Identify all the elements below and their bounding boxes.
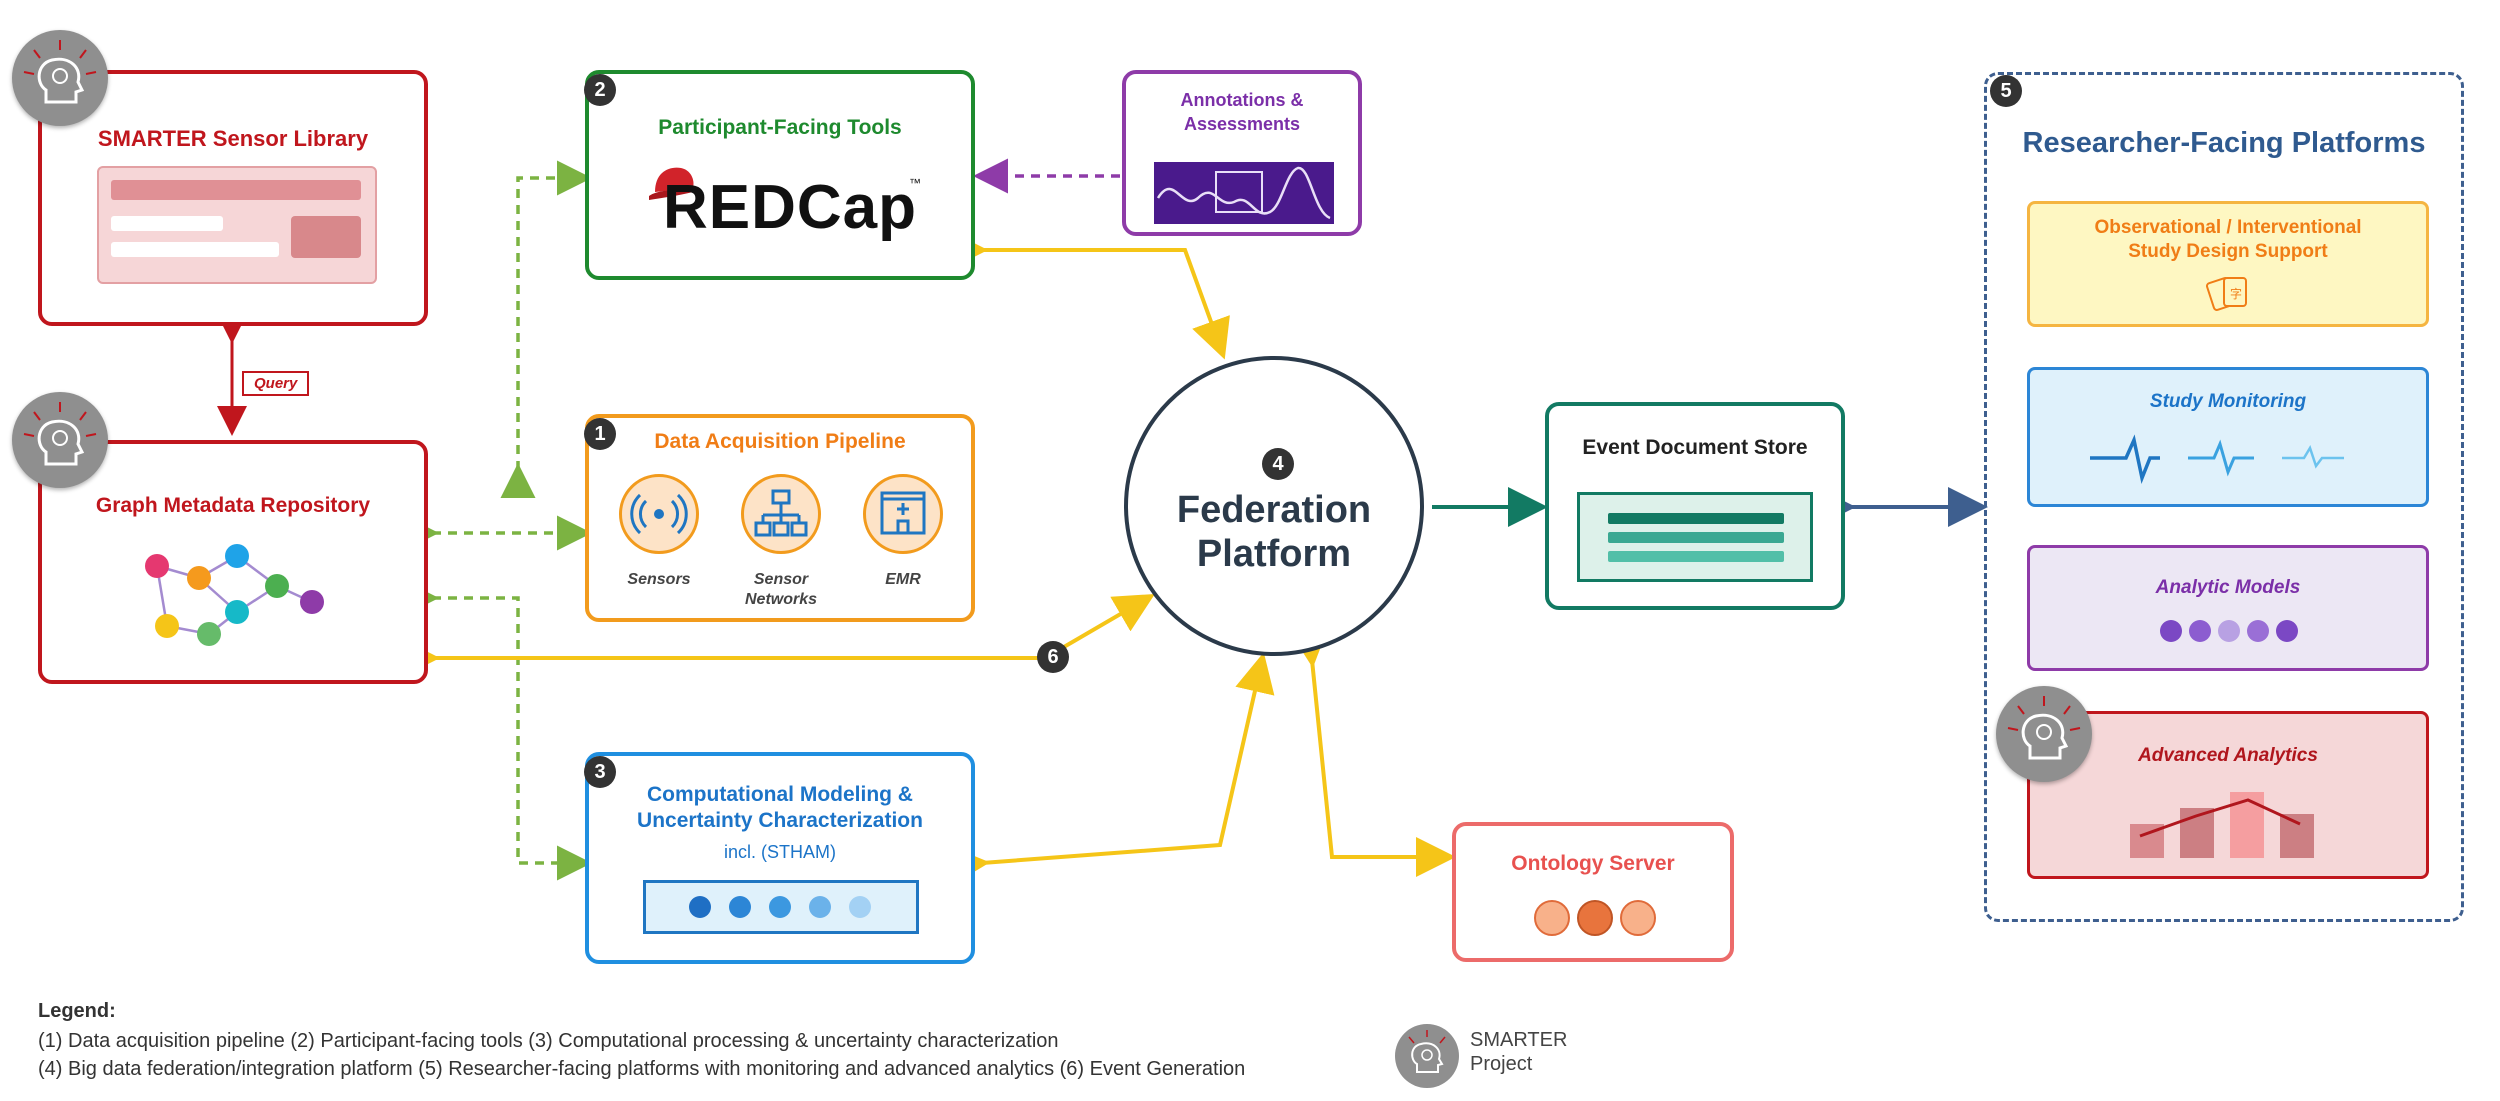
svg-text:字: 字 [2230, 286, 2242, 301]
network-icon [741, 474, 821, 554]
ontology-server-title: Ontology Server [1511, 852, 1675, 875]
advanced-analytics-title: Advanced Analytics [2138, 745, 2318, 766]
ecg-waveform-icon [2090, 434, 2344, 485]
badge-researcher-platforms: 5 [1990, 75, 2022, 107]
smarter-logo-icon [1996, 686, 2092, 782]
computational-subtitle: incl. (STHAM) [724, 842, 836, 862]
analytic-models-title: Analytic Models [2155, 577, 2301, 598]
wireless-sensor-icon [619, 474, 699, 554]
document-stack-icon [1577, 492, 1813, 582]
connector-tools-federation [948, 230, 1230, 360]
badge-event-generation: 6 [1037, 641, 1069, 673]
badge-participant-tools: 2 [584, 74, 616, 106]
event-store-title: Event Document Store [1582, 436, 1808, 459]
emr-label: EMR [885, 571, 921, 588]
annotation-waveform-icon [1154, 162, 1334, 224]
connector-computational-federation [948, 652, 1275, 886]
query-label: Query [242, 371, 310, 396]
sensor-networks-label: Sensor Networks [744, 571, 818, 608]
redcap-trademark: ™ [909, 176, 921, 190]
legend-project-line1: SMARTER [1470, 1029, 1568, 1051]
sensor-library-illustration [97, 166, 377, 284]
computational-title-line2: Uncertainty Characterization [637, 809, 923, 832]
study-monitoring-title: Study Monitoring [2149, 391, 2307, 412]
study-design-title: Observational / Interventional Study Des… [2030, 216, 2426, 264]
computational-title: Computational Modeling & Uncertainty Cha… [589, 782, 971, 834]
legend-project-label: SMARTER Project [1470, 1028, 1567, 1076]
processing-dots-icon [643, 880, 919, 934]
event-store-box[interactable]: Event Document Store [1545, 402, 1845, 610]
study-design-panel[interactable]: Observational / Interventional Study Des… [2027, 201, 2429, 327]
study-monitoring-panel[interactable]: Study Monitoring [2027, 367, 2429, 507]
researcher-platforms-container[interactable]: Researcher-Facing Platforms Observationa… [1984, 72, 2464, 922]
connector-repo-to-computational [404, 580, 592, 881]
advanced-analytics-panel[interactable]: Advanced Analytics [2027, 711, 2429, 879]
analytics-bar-chart-icon [2130, 792, 2314, 858]
federation-title-line2: Platform [1196, 533, 1352, 575]
ontology-nodes-icon [1534, 900, 1656, 936]
study-design-title-line2: Study Design Support [2128, 241, 2328, 262]
legend-project-line2: Project [1470, 1053, 1533, 1075]
study-design-title-line1: Observational / Interventional [2094, 217, 2362, 238]
smarter-logo-icon [12, 30, 108, 126]
legend-heading: Legend: [38, 1000, 116, 1022]
participant-tools-box[interactable]: Participant-Facing Tools REDCap ™ [585, 70, 975, 280]
graph-network-illustration [145, 544, 324, 646]
computational-box[interactable]: Computational Modeling & Uncertainty Cha… [585, 752, 975, 964]
sensor-library-box[interactable]: SMARTER Sensor Library [38, 70, 428, 326]
legend-line-1: (1) Data acquisition pipeline (2) Partic… [38, 1030, 1059, 1052]
graph-repository-box[interactable]: Graph Metadata Repository [38, 440, 428, 684]
connector-repo-to-tools [500, 160, 592, 498]
legend-smarter-logo-icon [1395, 1024, 1459, 1088]
data-acquisition-title: Data Acquisition Pipeline [654, 430, 906, 453]
badge-computational: 3 [584, 756, 616, 788]
federation-title: Federation Platform [1128, 488, 1420, 576]
model-dots-icon [2160, 620, 2298, 642]
data-acquisition-box[interactable]: Data Acquisition Pipeline Sensors Sensor… [585, 414, 975, 622]
badge-data-acquisition: 1 [584, 418, 616, 450]
sensors-label: Sensors [627, 571, 691, 588]
annotations-box[interactable]: Annotations & Assessments [1122, 70, 1362, 236]
sensor-library-title: SMARTER Sensor Library [97, 126, 369, 151]
study-design-cards-icon: 字 [2206, 277, 2247, 311]
badge-federation: 4 [1262, 448, 1294, 480]
connector-federation-ontology [1288, 626, 1456, 877]
analytic-models-panel[interactable]: Analytic Models [2027, 545, 2429, 671]
redcap-logo: REDCap ™ [647, 162, 927, 242]
federation-title-line1: Federation [1176, 489, 1372, 531]
ontology-server-box[interactable]: Ontology Server [1452, 822, 1734, 962]
annotations-title: Annotations & Assessments [1180, 90, 1304, 134]
participant-tools-title: Participant-Facing Tools [658, 116, 902, 139]
redcap-logo-text: REDCap [663, 173, 918, 242]
redcap-cap-icon [649, 167, 694, 200]
smarter-logo-icon [12, 392, 108, 488]
graph-repository-title: Graph Metadata Repository [95, 494, 371, 517]
hospital-icon [863, 474, 943, 554]
legend-line-2: (4) Big data federation/integration plat… [38, 1058, 1246, 1080]
federation-platform-circle[interactable]: 4 Federation Platform [1124, 356, 1424, 656]
researcher-platforms-title: Researcher-Facing Platforms [2022, 127, 2426, 159]
computational-title-line1: Computational Modeling & [647, 783, 913, 806]
